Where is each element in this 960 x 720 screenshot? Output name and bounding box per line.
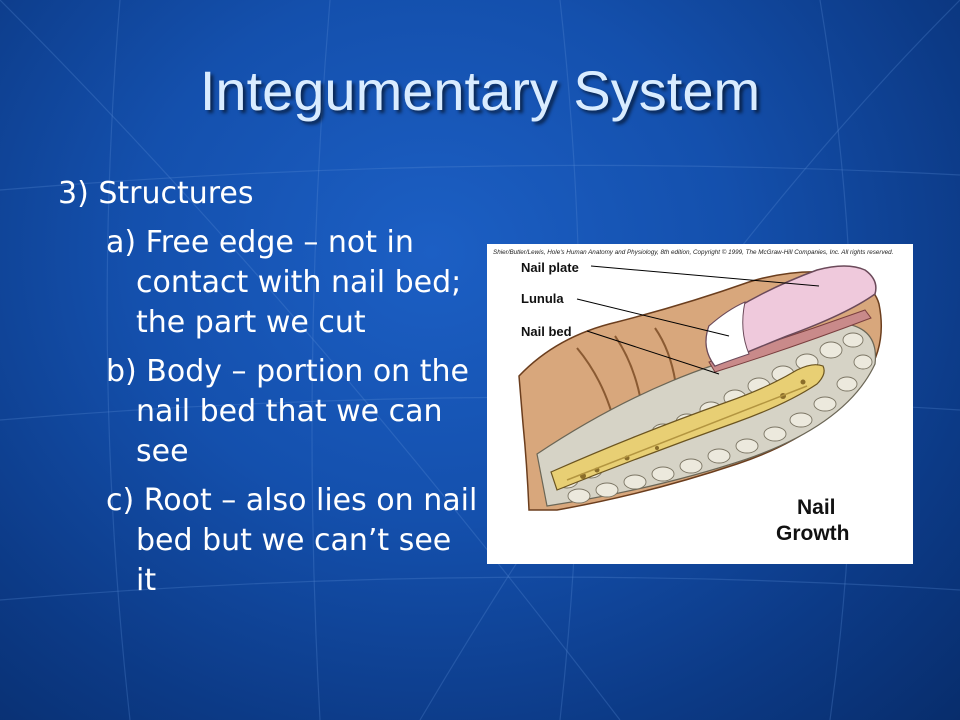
label-nail-plate: Nail plate <box>521 260 579 275</box>
content-list: 3) Structures a) Free edge – not in cont… <box>58 174 478 601</box>
nail-anatomy-illustration: Shier/Butler/Lewis, Hole's Human Anatomy… <box>493 248 893 545</box>
slide-title: Integumentary System <box>199 59 761 122</box>
list-item-body: b) Body – portion on the nail bed that w… <box>106 354 469 469</box>
figure-credit: Shier/Butler/Lewis, Hole's Human Anatomy… <box>493 248 893 256</box>
phalanx-bone <box>550 364 825 491</box>
list-item-free-edge: a) Free edge – not in contact with nail … <box>106 225 462 340</box>
nail-growth-figure: Shier/Butler/Lewis, Hole's Human Anatomy… <box>487 244 913 564</box>
caption-growth: Growth <box>776 522 850 545</box>
list-item-root: c) Root – also lies on nail bed but we c… <box>106 483 478 598</box>
label-lunula: Lunula <box>521 291 564 306</box>
caption-nail: Nail <box>797 496 836 519</box>
label-nail-bed: Nail bed <box>521 324 572 339</box>
lunula <box>705 301 750 367</box>
structures-heading: 3) Structures <box>58 176 254 211</box>
